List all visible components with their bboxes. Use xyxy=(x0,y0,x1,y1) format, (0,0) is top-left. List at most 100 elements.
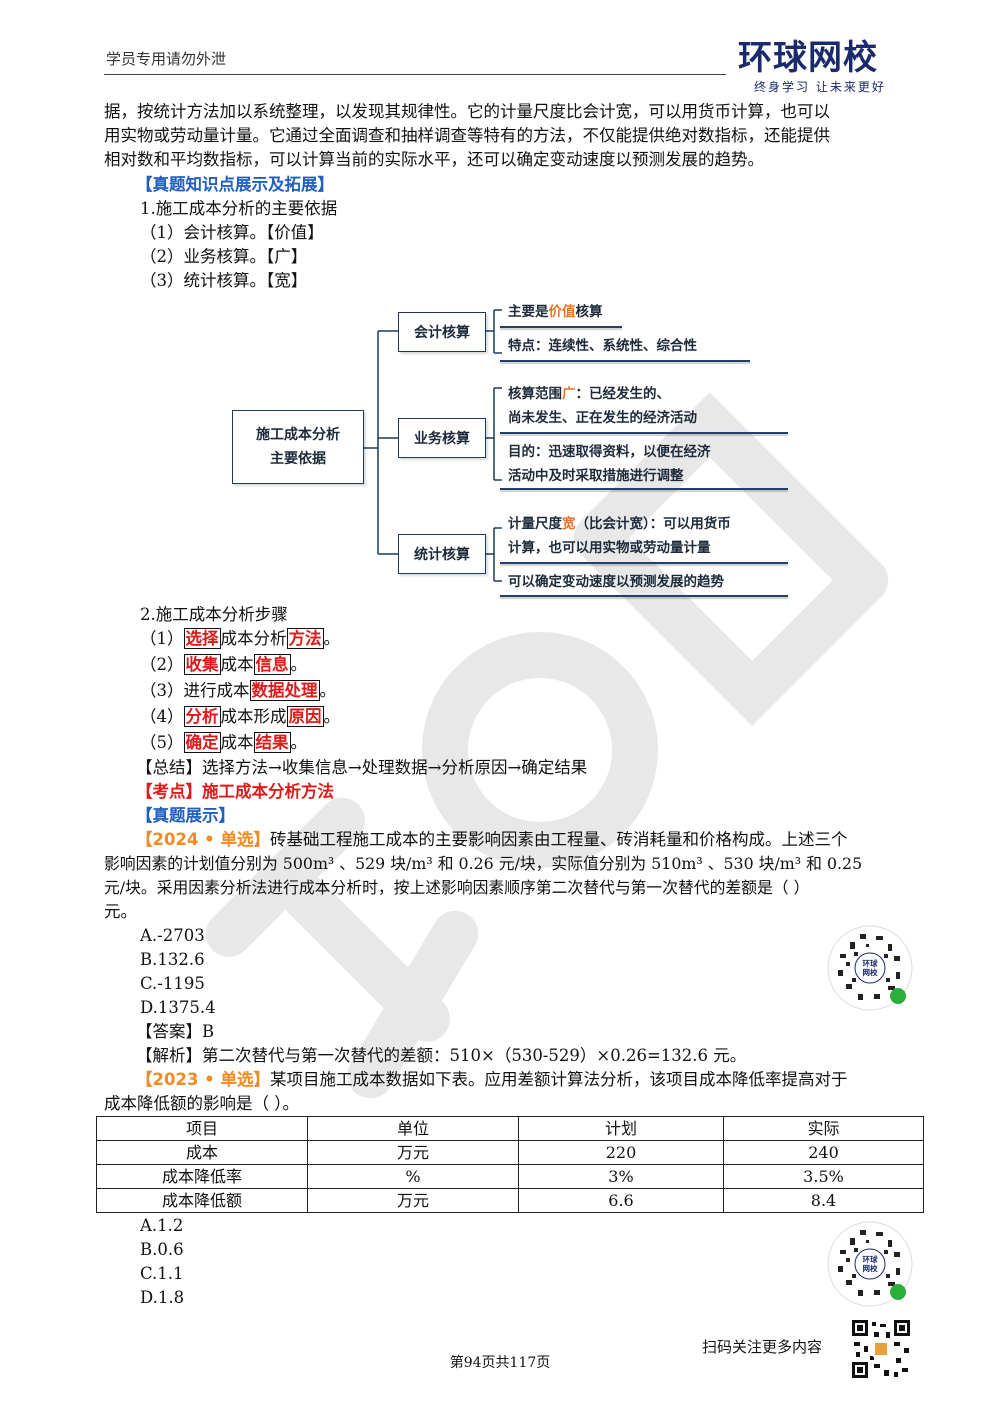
step-keyword: 收集 xyxy=(183,654,221,675)
wechat-qr-code[interactable] xyxy=(850,1318,912,1380)
q1-analysis: 【解析】第二次替代与第一次替代的差额：510×（530-529）×0.26=13… xyxy=(136,1046,747,1065)
q2-option: A.1.2 xyxy=(140,1216,184,1235)
note-underline xyxy=(500,562,788,564)
table-cell: 3% xyxy=(518,1164,724,1189)
table-header-row: 项目 单位 计划 实际 xyxy=(96,1116,924,1141)
mini-qr-label: 环球 xyxy=(863,1254,878,1264)
q1-option: A.-2703 xyxy=(140,926,205,945)
intro-line: 相对数和平均数指标，可以计算当前的实际水平，还可以确定变动速度以预测发展的趋势。 xyxy=(104,150,764,169)
diagram-root-node: 施工成本分析 主要依据 xyxy=(232,410,364,484)
note-underline xyxy=(500,432,788,434)
step-keyword: 原因 xyxy=(286,706,324,727)
table-cell: % xyxy=(307,1164,519,1189)
logo: 环球网校 终身学习 让未来更好 xyxy=(738,38,918,94)
diagram-note: 尚未发生、正在发生的经济活动 xyxy=(508,410,697,426)
q1-option: C.-1195 xyxy=(140,974,205,993)
step-keyword: 方法 xyxy=(286,628,324,649)
step-item: （1）选择成本分析方法。 xyxy=(140,628,340,649)
basis-item-tag: 【广】 xyxy=(266,247,308,266)
table-cell: 万元 xyxy=(307,1188,519,1213)
table-header-cell: 计划 xyxy=(518,1116,724,1141)
header-notice: 学员专用请勿外泄 xyxy=(106,50,227,68)
basis-item-text: （3）统计核算。 xyxy=(140,271,266,290)
kaodian: 【考点】施工成本分析方法 xyxy=(136,782,334,801)
diagram-note: 可以确定变动速度以预测发展的趋势 xyxy=(508,574,724,590)
cost-table: 项目 单位 计划 实际 成本 万元 220 240 成本降低率 % 3% 3.5… xyxy=(96,1116,924,1213)
table-cell: 8.4 xyxy=(723,1188,924,1213)
diagram-branch-node: 统计核算 xyxy=(398,534,486,574)
q2-tag: 【2023 • 单选】 xyxy=(136,1070,270,1089)
diagram-note: 计算，也可以用实物或劳动量计量 xyxy=(508,540,711,556)
diagram-note: 活动中及时采取措施进行调整 xyxy=(508,468,684,484)
note-underline xyxy=(500,360,750,362)
diagram-note: 计量尺度宽（比会计宽）：可以用货币 xyxy=(508,516,731,532)
basis-item-text: （1）会计核算。 xyxy=(140,223,266,242)
step-keyword: 确定 xyxy=(183,732,221,753)
mini-qr-label: 网校 xyxy=(863,1263,878,1273)
section-title: 【真题知识点展示及拓展】 xyxy=(136,175,334,194)
mini-qr-label: 网校 xyxy=(863,967,878,977)
q1-option: D.1375.4 xyxy=(140,998,216,1017)
basis-title: 1.施工成本分析的主要依据 xyxy=(140,199,338,218)
page-footer: 第94页共117页 xyxy=(449,1355,551,1371)
intro-line: 据，按统计方法加以系统整理，以发现其规律性。它的计量尺度比会计宽，可以用货币计算… xyxy=(104,102,830,121)
note-underline xyxy=(500,488,788,490)
q2-option: B.0.6 xyxy=(140,1240,184,1259)
q2-line: 【2023 • 单选】某项目施工成本数据如下表。应用差额计算法分析，该项目成本降… xyxy=(136,1070,848,1089)
diagram-note: 主要是价值核算 xyxy=(508,304,603,320)
table-cell: 240 xyxy=(723,1140,924,1165)
intro-line: 用实物或劳动量计量。它通过全面调查和抽样调查等特有的方法，不仅能提供绝对数指标，… xyxy=(104,126,830,145)
diagram-branch-node: 业务核算 xyxy=(398,418,486,458)
steps-title: 2.施工成本分析步骤 xyxy=(140,605,288,624)
step-item: （2）收集成本信息。 xyxy=(140,654,307,675)
mini-qr-icon: 环球 网校 xyxy=(827,1221,913,1307)
step-keyword: 结果 xyxy=(253,732,291,753)
q1-line: 影响因素的计划值分别为 500m³ 、529 块/m³ 和 0.26 元/块，实… xyxy=(104,854,863,873)
q2-option: C.1.1 xyxy=(140,1264,184,1283)
table-header-cell: 单位 xyxy=(307,1116,519,1141)
diagram-note: 特点：连续性、系统性、综合性 xyxy=(508,338,697,354)
table-cell: 成本降低率 xyxy=(96,1164,308,1189)
diagram-connectors xyxy=(364,309,502,582)
step-keyword: 数据处理 xyxy=(249,680,320,701)
table-header-cell: 实际 xyxy=(723,1116,924,1141)
basis-item-tag: 【价值】 xyxy=(266,223,324,242)
diagram-branch-node: 会计核算 xyxy=(398,312,486,352)
q1-line: 【2024 • 单选】砖基础工程施工成本的主要影响因素由工程量、砖消耗量和价格构… xyxy=(136,830,848,849)
table-cell: 成本 xyxy=(96,1140,308,1165)
qr-code-icon xyxy=(850,1318,912,1380)
step-keyword: 选择 xyxy=(183,628,221,649)
q2-option: D.1.8 xyxy=(140,1288,185,1307)
q1-line: 元。 xyxy=(104,902,137,921)
step-keyword: 信息 xyxy=(253,654,291,675)
table-cell: 成本降低额 xyxy=(96,1188,308,1213)
note-underline xyxy=(500,326,622,328)
mini-program-qr[interactable]: 环球 网校 xyxy=(826,1220,914,1308)
table-header-cell: 项目 xyxy=(96,1116,308,1141)
table-row: 成本降低率 % 3% 3.5% xyxy=(96,1164,924,1189)
table-cell: 万元 xyxy=(307,1140,519,1165)
mini-program-qr[interactable]: 环球 网校 xyxy=(826,924,914,1012)
logo-text: 环球网校 xyxy=(738,38,878,78)
table-row: 成本降低额 万元 6.6 8.4 xyxy=(96,1188,924,1213)
q2-line: 成本降低额的影响是（ ）。 xyxy=(104,1094,299,1113)
diagram-note: 目的：迅速取得资料，以便在经济 xyxy=(508,444,711,460)
steps-summary: 【总结】选择方法→收集信息→处理数据→分析原因→确定结果 xyxy=(136,758,588,777)
q1-option: B.132.6 xyxy=(140,950,205,969)
step-keyword: 分析 xyxy=(183,706,221,727)
mind-map-diagram: 施工成本分析 主要依据 会计核算 业务核算 统计核算 主要是价值核算 特点：连续… xyxy=(230,298,790,598)
q1-answer: 【答案】B xyxy=(136,1022,215,1041)
basis-item: （3）统计核算。【宽】 xyxy=(140,269,307,293)
mini-qr-icon: 环球 网校 xyxy=(827,925,913,1011)
note-underline xyxy=(500,595,788,597)
step-item: （4）分析成本形成原因。 xyxy=(140,706,340,727)
mini-qr-label: 环球 xyxy=(863,958,878,968)
basis-item-tag: 【宽】 xyxy=(266,271,308,290)
diagram-note: 核算范围广：已经发生的、 xyxy=(508,386,670,402)
header-rule xyxy=(104,74,726,75)
q1-tag: 【2024 • 单选】 xyxy=(136,830,270,849)
basis-item: （2）业务核算。【广】 xyxy=(140,245,307,269)
table-cell: 6.6 xyxy=(518,1188,724,1213)
table-cell: 3.5% xyxy=(723,1164,924,1189)
table-cell: 220 xyxy=(518,1140,724,1165)
